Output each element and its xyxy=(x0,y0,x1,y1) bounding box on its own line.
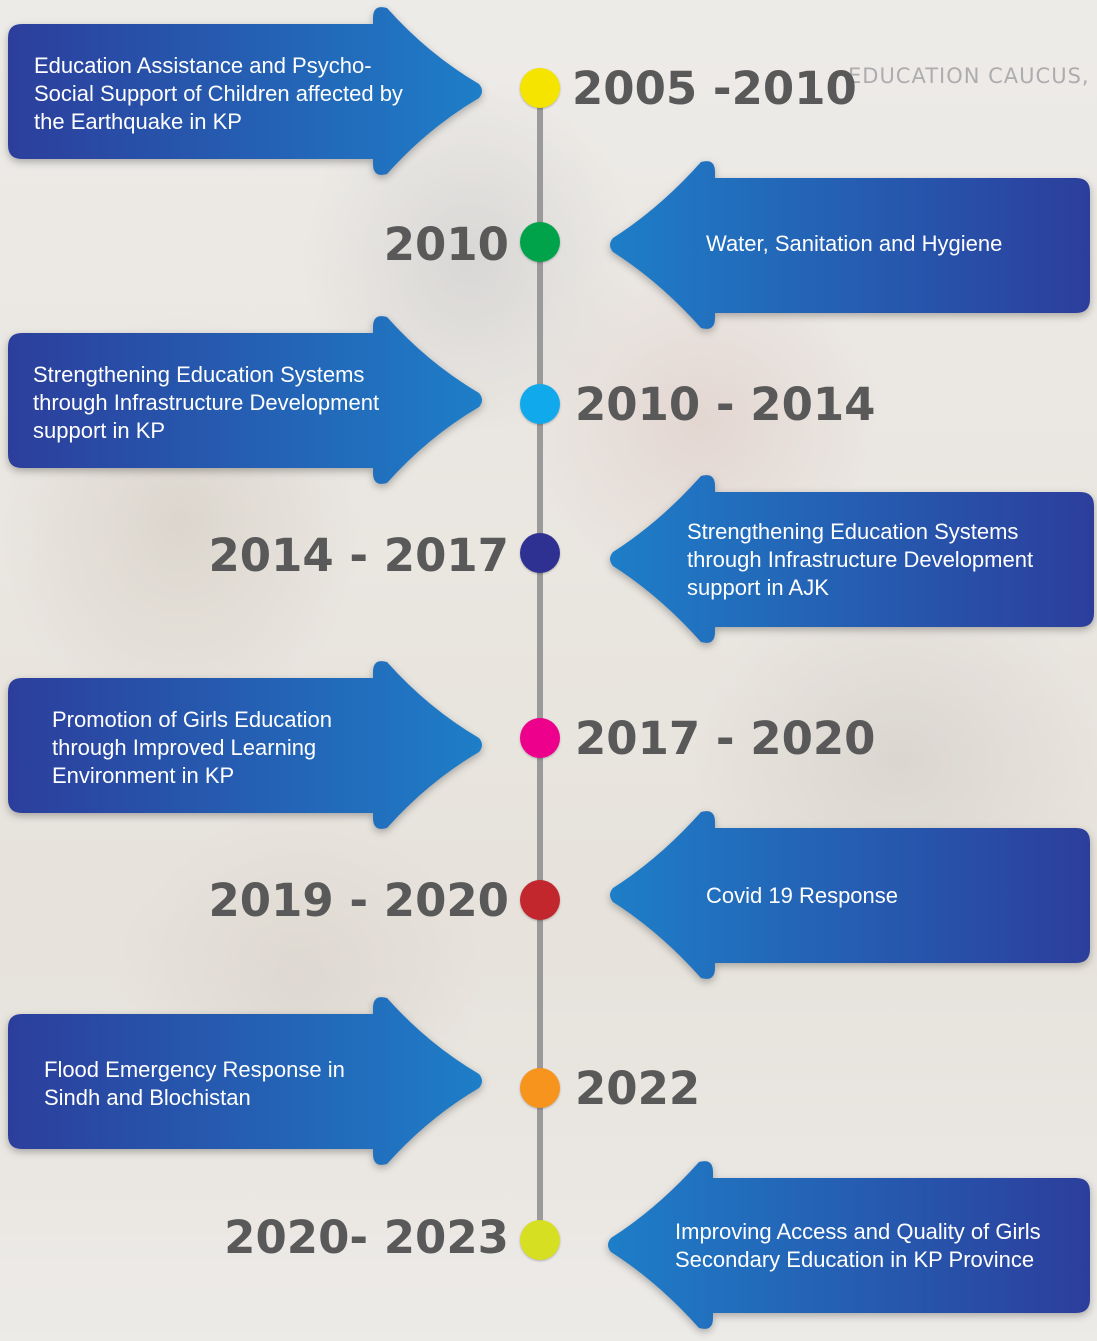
timeline-dot xyxy=(520,1220,560,1260)
arrow-shape xyxy=(8,7,482,175)
arrow-description: Flood Emergency Response in Sindh and Bl… xyxy=(44,1057,345,1110)
arrow-shape xyxy=(8,997,482,1165)
timeline-dot xyxy=(520,222,560,262)
timeline-dot xyxy=(520,68,560,108)
timeline-dot xyxy=(520,1068,560,1108)
arrow-shape xyxy=(610,811,1090,979)
arrow-description: Strengthening Education Systems through … xyxy=(687,519,1034,600)
timeline-dot xyxy=(520,880,560,920)
timeline-year: 2005 -2010 xyxy=(572,62,857,115)
timeline-dot xyxy=(520,718,560,758)
timeline-arrow: Water, Sanitation and Hygiene xyxy=(607,158,1090,332)
arrow-description: Covid 19 Response xyxy=(706,883,899,908)
timeline-arrow: Promotion of Girls Education through Imp… xyxy=(8,658,485,832)
timeline-arrow: Flood Emergency Response in Sindh and Bl… xyxy=(8,994,485,1168)
timeline-arrow: Strengthening Education Systems through … xyxy=(8,313,485,487)
background-caption: EDUCATION CAUCUS, ND xyxy=(848,64,1097,88)
arrow-shape xyxy=(8,316,482,484)
timeline-year: 2014 - 2017 xyxy=(208,529,510,582)
timeline-year: 2010 xyxy=(383,218,509,271)
arrow-shape xyxy=(8,661,482,829)
arrow-shape xyxy=(608,1161,1090,1329)
timeline-year: 2010 - 2014 xyxy=(575,378,876,431)
timeline-arrow: Education Assistance and Psycho- Social … xyxy=(8,4,485,178)
timeline-dot xyxy=(520,384,560,424)
timeline-arrow: Improving Access and Quality of Girls Se… xyxy=(605,1158,1090,1332)
timeline-dot xyxy=(520,533,560,573)
timeline-year: 2020- 2023 xyxy=(224,1211,509,1264)
timeline-arrow: Strengthening Education Systems through … xyxy=(607,472,1094,646)
arrow-description: Promotion of Girls Education through Imp… xyxy=(52,707,333,788)
timeline-year: 2022 xyxy=(575,1062,701,1115)
arrow-shape xyxy=(610,161,1090,329)
arrow-description: Education Assistance and Psycho- Social … xyxy=(34,53,403,134)
arrow-description: Water, Sanitation and Hygiene xyxy=(706,231,1003,256)
timeline-year: 2017 - 2020 xyxy=(575,712,876,765)
timeline-arrow: Covid 19 Response xyxy=(607,808,1090,982)
arrow-description: Strengthening Education Systems through … xyxy=(33,362,380,443)
arrow-shape xyxy=(610,475,1094,643)
timeline-line xyxy=(537,80,543,1240)
timeline-year: 2019 - 2020 xyxy=(208,874,510,927)
arrow-description: Improving Access and Quality of Girls Se… xyxy=(675,1219,1041,1272)
